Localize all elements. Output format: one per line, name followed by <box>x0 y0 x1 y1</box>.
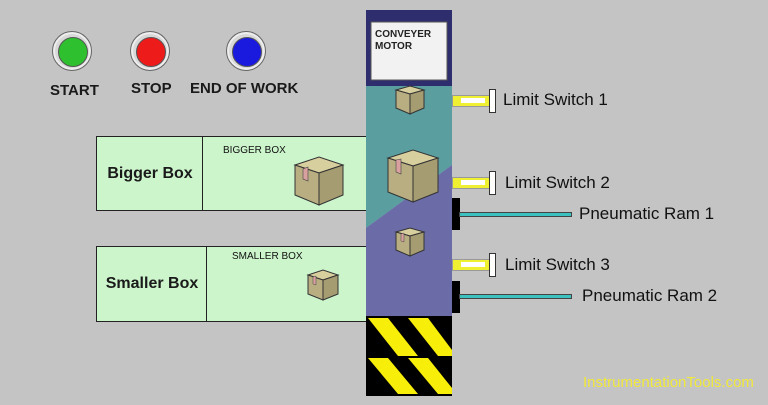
start-label: START <box>50 82 99 99</box>
conveyor-box-small-icon <box>394 227 426 257</box>
pneumatic-ram-1-rod <box>459 212 572 217</box>
start-lamp-icon <box>58 37 88 67</box>
pneumatic-ram-1-base <box>452 198 460 230</box>
pneumatic-ram-2-base <box>452 281 460 313</box>
conveyor-box-top-icon <box>394 85 426 115</box>
small-box-icon <box>306 269 340 301</box>
end-of-work-lamp-icon <box>232 37 262 67</box>
pneumatic-ram-1-label: Pneumatic Ram 1 <box>579 204 715 223</box>
limit-switch-2-label: Limit Switch 2 <box>505 173 610 192</box>
conveyor-box-big-icon <box>386 149 440 203</box>
conveyor-motor-panel <box>370 21 448 81</box>
motor-label-line2: MOTOR <box>375 41 413 52</box>
hazard-stripes <box>366 318 452 394</box>
motor-label-line1: CONVEYER <box>375 29 432 40</box>
stop-label: STOP <box>131 80 172 97</box>
stop-lamp-icon <box>136 37 166 67</box>
bigger-box-label: Bigger Box <box>107 164 193 182</box>
conveyor-motor-label: CONVEYER MOTOR <box>375 29 431 53</box>
limit-switch-1-arm <box>452 95 490 107</box>
limit-switch-3-arm <box>452 259 490 271</box>
end-of-work-button[interactable] <box>226 31 266 71</box>
watermark: InstrumentationTools.com <box>583 374 754 391</box>
bigger-box-bin: Bigger Box <box>96 136 204 211</box>
limit-switch-2-post <box>489 171 496 195</box>
limit-switch-1-post <box>489 89 496 113</box>
pneumatic-ram-2-rod <box>459 294 572 299</box>
limit-switch-1-label: Limit Switch 1 <box>503 90 608 109</box>
bigger-box-area: BIGGER BOX <box>202 136 368 211</box>
smaller-box-area: SMALLER BOX <box>206 246 368 322</box>
smaller-box-caption: SMALLER BOX <box>232 251 303 262</box>
big-box-icon <box>293 156 345 206</box>
smaller-box-bin: Smaller Box <box>96 246 208 322</box>
stop-button[interactable] <box>130 31 170 71</box>
start-button[interactable] <box>52 31 92 71</box>
conveyor <box>366 10 452 396</box>
pneumatic-ram-2-label: Pneumatic Ram 2 <box>582 286 718 305</box>
end-of-work-label: END OF WORK <box>190 80 299 97</box>
limit-switch-3-label: Limit Switch 3 <box>505 255 610 274</box>
bigger-box-caption: BIGGER BOX <box>223 145 286 156</box>
limit-switch-3-post <box>489 253 496 277</box>
smaller-box-label: Smaller Box <box>105 275 199 292</box>
limit-switch-2-arm <box>452 177 490 189</box>
